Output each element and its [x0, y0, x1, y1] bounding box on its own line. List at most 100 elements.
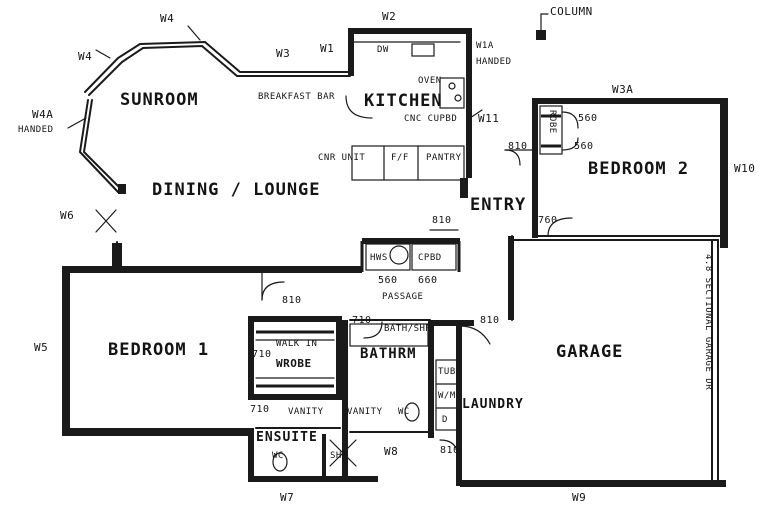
door-760-bed2: 760: [538, 215, 558, 226]
door-710-wrobe: 710: [252, 349, 272, 360]
fixture-wm: W/M: [438, 391, 456, 401]
sunroom-west-wall: [78, 99, 119, 193]
window-w1: W1: [320, 42, 335, 55]
door-swing: [561, 137, 579, 151]
door-swing-810: [261, 281, 285, 301]
door-810-kitchen: 810: [508, 141, 528, 152]
passage-cupbd-top: [362, 238, 460, 244]
sunroom-bay-wall: [84, 40, 351, 93]
sink: [411, 43, 435, 57]
kitchen-east-wall: [466, 28, 472, 178]
room-entry: ENTRY: [470, 195, 527, 215]
column-marker: [536, 30, 546, 40]
wrobe-west-wall: [248, 316, 254, 400]
room-bedroom-2: BEDROOM 2: [588, 159, 690, 179]
cooktop: [439, 77, 465, 109]
fixture-cnc-cupbd: CNC CUPBD: [404, 114, 458, 124]
door-810-bed1: 810: [282, 295, 302, 306]
room-passage: PASSAGE: [382, 292, 424, 302]
room-bathrm: BATHRM: [360, 346, 417, 362]
fixture-breakfast-bar: BREAKFAST BAR: [258, 92, 335, 102]
door-710-bath: 710: [352, 315, 372, 326]
fixture-ff: F/F: [391, 153, 409, 163]
kitchen-west-wall: [348, 28, 354, 76]
bed2-west-wall: [532, 98, 538, 238]
window-w4a: W4A: [32, 108, 54, 121]
window-w5: W5: [34, 341, 49, 354]
robe: [539, 105, 563, 155]
kitchen-north-wall: [348, 28, 472, 34]
door-swing-760: [547, 217, 573, 237]
door-810-garage: 810: [480, 315, 500, 326]
window-w1a: W1A: [476, 41, 494, 51]
wrobe-north-wall: [248, 316, 340, 322]
fixture-bath-shr: BATH/SHR: [384, 324, 432, 334]
door-swing-810: [504, 149, 521, 166]
hws-tank: [389, 245, 409, 265]
door-810-laundry: 810: [440, 445, 460, 456]
window-w1a-handed: HANDED: [476, 57, 512, 67]
window-w4-top: W4: [160, 12, 175, 25]
fixture-wc-ensuite: WC: [272, 451, 284, 461]
door-swing-810: [459, 325, 491, 345]
breakfast-bar-curve: [345, 95, 373, 119]
window-w10: W10: [734, 162, 756, 175]
fixture-wc-bath: WC: [398, 407, 410, 417]
fixture-vanity-bath: VANITY: [347, 407, 383, 417]
bed1-south-wall: [62, 428, 252, 436]
window-w3: W3: [276, 47, 291, 60]
fixture-vanity-ensuite: VANITY: [288, 407, 324, 417]
wrobe-east-wall: [336, 316, 342, 400]
kitchen-pier: [460, 178, 468, 198]
bed1-north-wall: [62, 266, 362, 273]
wc-bowl: [404, 402, 420, 422]
window-w4a-handed: HANDED: [18, 125, 54, 135]
wc-bowl: [272, 452, 288, 472]
window-w4-left: W4: [78, 50, 93, 63]
wrobe-south-wall: [248, 394, 342, 400]
pier: [112, 243, 122, 267]
room-bedroom-1: BEDROOM 1: [108, 340, 210, 360]
passage-cupbd: [411, 243, 457, 271]
bath-west-wall: [342, 320, 348, 480]
garage-west-wall-solid: [508, 236, 514, 320]
fixture-tub: TUB: [438, 367, 456, 377]
room-laundry: LAUNDRY: [462, 397, 524, 412]
bath-east-wall: [428, 320, 434, 438]
door-swing: [561, 111, 579, 129]
label-garage-door: 4.8 SECTIONAL GARAGE DR: [703, 254, 713, 391]
hws-cupbd: [365, 243, 411, 271]
bed2-east-wall: [720, 98, 728, 248]
garage-laundry-wall: [456, 326, 462, 486]
door-560-robe-b: 560: [574, 141, 594, 152]
window-w8: W8: [384, 445, 399, 458]
window-w9: W9: [572, 491, 587, 504]
fixture-oven: OVEN: [418, 76, 442, 86]
window-w11: W11: [478, 112, 500, 125]
window-w3a: W3A: [612, 83, 634, 96]
window-w6: W6: [60, 209, 75, 222]
ensuite-west-wall: [248, 428, 254, 480]
label-column: COLUMN: [550, 5, 593, 18]
bed1-west-wall: [62, 266, 70, 436]
bed2-north-wall: [532, 98, 728, 104]
door-710-ensuite: 710: [250, 404, 270, 415]
door-560-robe-a: 560: [578, 113, 598, 124]
door-810-entry: 810: [432, 215, 452, 226]
sunroom-west-wall-inner: [82, 99, 123, 191]
fixture-cnr-unit: CNR UNIT: [318, 153, 366, 163]
fixture-shr: SHR: [330, 451, 348, 461]
shr-wall: [322, 434, 326, 478]
window-w2: W2: [382, 10, 397, 23]
sunroom-bay-wall-inner: [88, 44, 351, 96]
fixture-d: D: [442, 415, 448, 425]
room-walkin-line1: WALK IN: [276, 339, 318, 349]
fixture-dw: DW: [377, 45, 389, 55]
room-dining-lounge: DINING / LOUNGE: [152, 180, 321, 200]
room-garage: GARAGE: [556, 342, 624, 362]
door-660-cpbd: 660: [418, 275, 438, 286]
garage-south-wall: [460, 480, 726, 487]
room-ensuite: ENSUITE: [256, 430, 318, 445]
window-w7: W7: [280, 491, 295, 504]
